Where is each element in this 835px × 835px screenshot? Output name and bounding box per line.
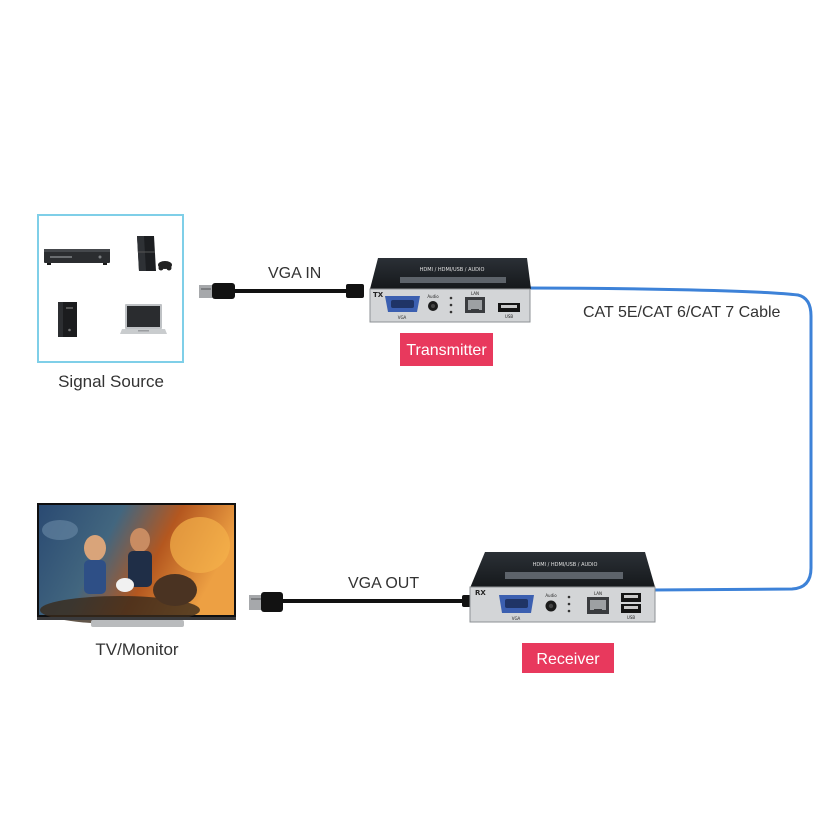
signal-source: Signal Source bbox=[37, 214, 184, 391]
receiver-top bbox=[470, 552, 655, 588]
receiver-led bbox=[567, 609, 571, 613]
receiver-device: HDMI / HDMI/USB / AUDIO RX VGA Audio LAN… bbox=[469, 552, 656, 623]
transmitter-vga-label: VGA bbox=[398, 315, 407, 320]
receiver-audio-label: Audio bbox=[545, 593, 557, 598]
vga-in-plug-metal bbox=[199, 285, 213, 298]
transmitter-lan-label: LAN bbox=[471, 291, 479, 296]
tv-monitor-icon: TV/Monitor bbox=[37, 503, 236, 659]
receiver-top-text: HDMI / HDMI/USB / AUDIO bbox=[533, 562, 598, 568]
receiver-panel-id: RX bbox=[475, 589, 486, 597]
pc-tower-icon bbox=[58, 302, 77, 337]
transmitter-tag-label: Transmitter bbox=[406, 342, 487, 359]
vga-out-plug-metal bbox=[249, 595, 263, 610]
transmitter-top-text: HDMI / HDMI/USB / AUDIO bbox=[420, 267, 485, 273]
network-cable bbox=[527, 286, 813, 592]
tv-monitor-label: TV/Monitor bbox=[95, 640, 178, 659]
vga-in-plug-body bbox=[212, 283, 235, 299]
transmitter-device: HDMI / HDMI/USB / AUDIO TX VGA Audio LAN… bbox=[369, 258, 531, 323]
receiver-led bbox=[567, 602, 571, 606]
signal-source-label: Signal Source bbox=[58, 372, 164, 391]
vga-in-device-plug bbox=[346, 284, 364, 298]
signal-source-frame bbox=[37, 214, 184, 363]
receiver-led bbox=[567, 595, 571, 599]
transmitter-panel-id: TX bbox=[373, 291, 384, 299]
network-cable-label: CAT 5E/CAT 6/CAT 7 Cable bbox=[583, 304, 781, 321]
receiver-logo-strip bbox=[505, 572, 623, 579]
vga-in-cable: VGA IN bbox=[199, 265, 364, 299]
dvd-player-icon bbox=[44, 249, 110, 265]
laptop-icon bbox=[120, 304, 167, 334]
vga-out-label: VGA OUT bbox=[348, 575, 419, 592]
tv-stand bbox=[91, 620, 184, 627]
transmitter-tag: Transmitter bbox=[400, 333, 493, 366]
transmitter-audio-label: Audio bbox=[427, 294, 439, 299]
vga-out-plug-body bbox=[261, 592, 283, 612]
receiver-tag: Receiver bbox=[522, 643, 614, 673]
receiver-tag-label: Receiver bbox=[536, 651, 600, 668]
tv-bottom-bar bbox=[37, 617, 236, 620]
receiver-lan-label: LAN bbox=[594, 591, 602, 596]
transmitter-logo-strip bbox=[400, 277, 506, 283]
vga-in-label: VGA IN bbox=[268, 265, 321, 282]
receiver-vga-label: VGA bbox=[512, 616, 521, 621]
receiver-usb-label: USB bbox=[627, 615, 635, 620]
transmitter-led bbox=[449, 310, 453, 314]
transmitter-top bbox=[370, 258, 531, 289]
transmitter-usb-label: USB bbox=[505, 314, 513, 319]
vga-out-cable: VGA OUT bbox=[249, 575, 472, 612]
transmitter-led bbox=[449, 303, 453, 307]
transmitter-led bbox=[449, 296, 453, 300]
game-console-icon bbox=[137, 236, 172, 271]
